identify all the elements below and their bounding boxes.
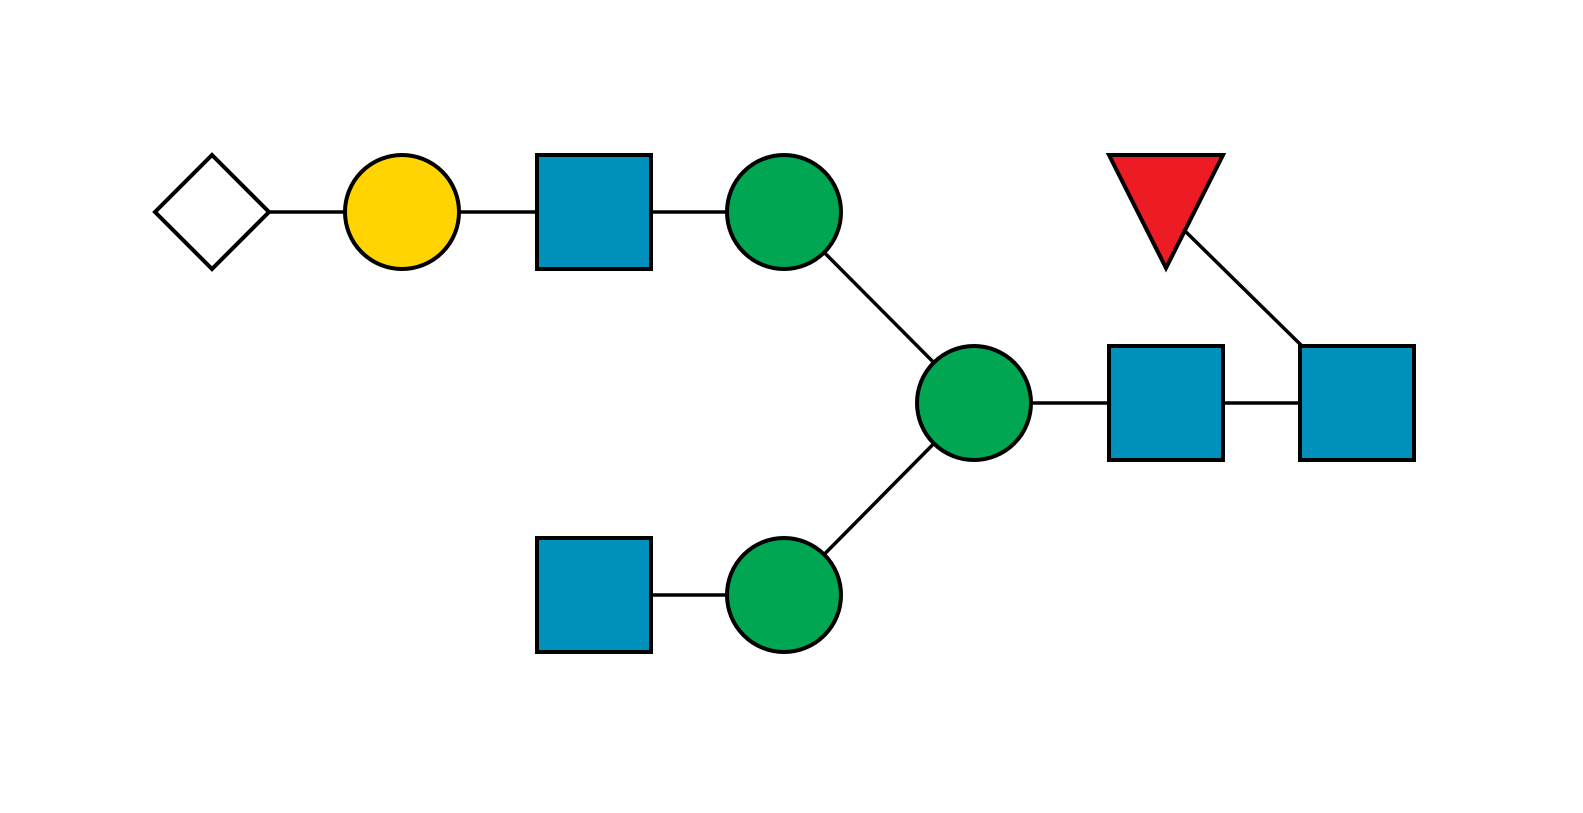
blue-square-bottom xyxy=(535,536,653,654)
yellow-circle xyxy=(343,153,461,271)
blue-square-core-1 xyxy=(1107,344,1225,462)
red-triangle xyxy=(1105,153,1227,273)
blue-square-core-2 xyxy=(1298,344,1416,462)
blue-square-top xyxy=(535,153,653,271)
residues-layer xyxy=(152,152,1416,654)
green-circle-top xyxy=(725,153,843,271)
green-circle-bottom xyxy=(725,536,843,654)
bond-r7-r8 xyxy=(1184,230,1304,348)
white-diamond xyxy=(152,152,272,272)
green-circle-core xyxy=(915,344,1033,462)
